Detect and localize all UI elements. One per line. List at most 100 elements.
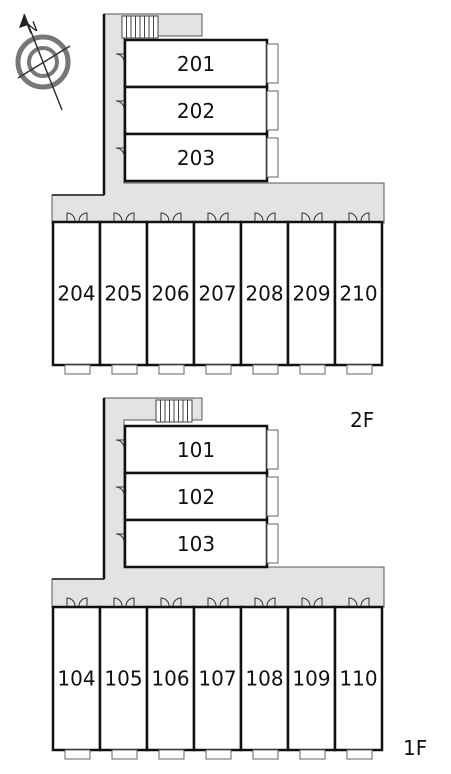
- door-swing-icon: [172, 212, 182, 222]
- unit-203: 203: [115, 132, 279, 183]
- unit-number-label: 207: [198, 282, 236, 306]
- door-swing-icon: [360, 597, 370, 607]
- unit-103: 103: [115, 518, 279, 569]
- balcony: [346, 364, 373, 375]
- unit-110: 110: [333, 597, 384, 760]
- unit-room: [286, 605, 337, 752]
- unit-number-label: 203: [177, 146, 215, 170]
- unit-109: 109: [286, 597, 337, 760]
- unit-room: [145, 220, 196, 367]
- unit-number-label: 205: [104, 282, 142, 306]
- balcony: [158, 749, 185, 760]
- unit-room: [286, 220, 337, 367]
- unit-room: [123, 85, 269, 136]
- door-swing-icon: [313, 597, 323, 607]
- balcony: [266, 90, 279, 131]
- unit-room: [123, 132, 269, 183]
- door-swing-icon: [254, 597, 264, 607]
- unit-108: 108: [239, 597, 290, 760]
- unit-107: 107: [192, 597, 243, 760]
- unit-209: 209: [286, 212, 337, 375]
- door-swing-icon: [160, 212, 170, 222]
- unit-room: [333, 605, 384, 752]
- door-swing-icon: [113, 212, 123, 222]
- door-swing-icon: [207, 212, 217, 222]
- unit-105: 105: [98, 597, 149, 760]
- door-swing-icon: [125, 212, 135, 222]
- stairs: [155, 399, 193, 423]
- door-swing-icon: [160, 597, 170, 607]
- door-swing-icon: [78, 212, 88, 222]
- unit-number-label: 103: [177, 532, 215, 556]
- unit-number-label: 204: [57, 282, 95, 306]
- unit-102: 102: [115, 471, 279, 522]
- unit-208: 208: [239, 212, 290, 375]
- balcony: [64, 749, 91, 760]
- door-swing-icon: [219, 597, 229, 607]
- unit-number-label: 108: [245, 667, 283, 691]
- unit-number-label: 102: [177, 485, 215, 509]
- door-swing-icon: [125, 597, 135, 607]
- unit-room: [123, 424, 269, 475]
- balcony: [252, 749, 279, 760]
- door-swing-icon: [115, 100, 125, 110]
- door-swing-icon: [113, 597, 123, 607]
- unit-number-label: 105: [104, 667, 142, 691]
- balcony: [205, 364, 232, 375]
- door-swing-icon: [266, 212, 276, 222]
- door-swing-icon: [115, 53, 125, 63]
- unit-number-label: 206: [151, 282, 189, 306]
- door-swing-icon: [348, 597, 358, 607]
- door-swing-icon: [115, 147, 125, 157]
- door-swing-icon: [115, 486, 125, 496]
- balcony: [111, 749, 138, 760]
- compass-rose-icon: N: [15, 13, 71, 111]
- stairs: [121, 15, 159, 39]
- unit-number-label: 208: [245, 282, 283, 306]
- door-swing-icon: [313, 212, 323, 222]
- door-swing-icon: [360, 212, 370, 222]
- door-swing-icon: [78, 597, 88, 607]
- balcony: [158, 364, 185, 375]
- floor-label-1F: 1F: [403, 736, 427, 760]
- balcony: [205, 749, 232, 760]
- balcony: [299, 749, 326, 760]
- door-swing-icon: [348, 212, 358, 222]
- unit-number-label: 210: [339, 282, 377, 306]
- door-swing-icon: [301, 597, 311, 607]
- unit-number-label: 109: [292, 667, 330, 691]
- north-label: N: [25, 19, 41, 38]
- door-swing-icon: [266, 597, 276, 607]
- door-swing-icon: [172, 597, 182, 607]
- door-swing-icon: [301, 212, 311, 222]
- balcony: [64, 364, 91, 375]
- unit-number-label: 110: [339, 667, 377, 691]
- floor-label-2F: 2F: [350, 408, 374, 432]
- door-swing-icon: [115, 439, 125, 449]
- unit-number-label: 107: [198, 667, 236, 691]
- unit-number-label: 209: [292, 282, 330, 306]
- unit-106: 106: [145, 597, 196, 760]
- unit-104: 104: [51, 597, 102, 760]
- unit-207: 207: [192, 212, 243, 375]
- unit-number-label: 101: [177, 438, 215, 462]
- balcony: [346, 749, 373, 760]
- balcony: [266, 523, 279, 564]
- unit-room: [192, 220, 243, 367]
- door-swing-icon: [66, 597, 76, 607]
- door-swing-icon: [66, 212, 76, 222]
- unit-206: 206: [145, 212, 196, 375]
- balcony: [266, 476, 279, 517]
- door-swing-icon: [115, 533, 125, 543]
- unit-number-label: 106: [151, 667, 189, 691]
- unit-number-label: 201: [177, 52, 215, 76]
- unit-number-label: 202: [177, 99, 215, 123]
- balcony: [111, 364, 138, 375]
- door-swing-icon: [207, 597, 217, 607]
- door-swing-icon: [219, 212, 229, 222]
- unit-201: 201: [115, 38, 279, 89]
- balcony: [252, 364, 279, 375]
- balcony: [266, 137, 279, 178]
- unit-202: 202: [115, 85, 279, 136]
